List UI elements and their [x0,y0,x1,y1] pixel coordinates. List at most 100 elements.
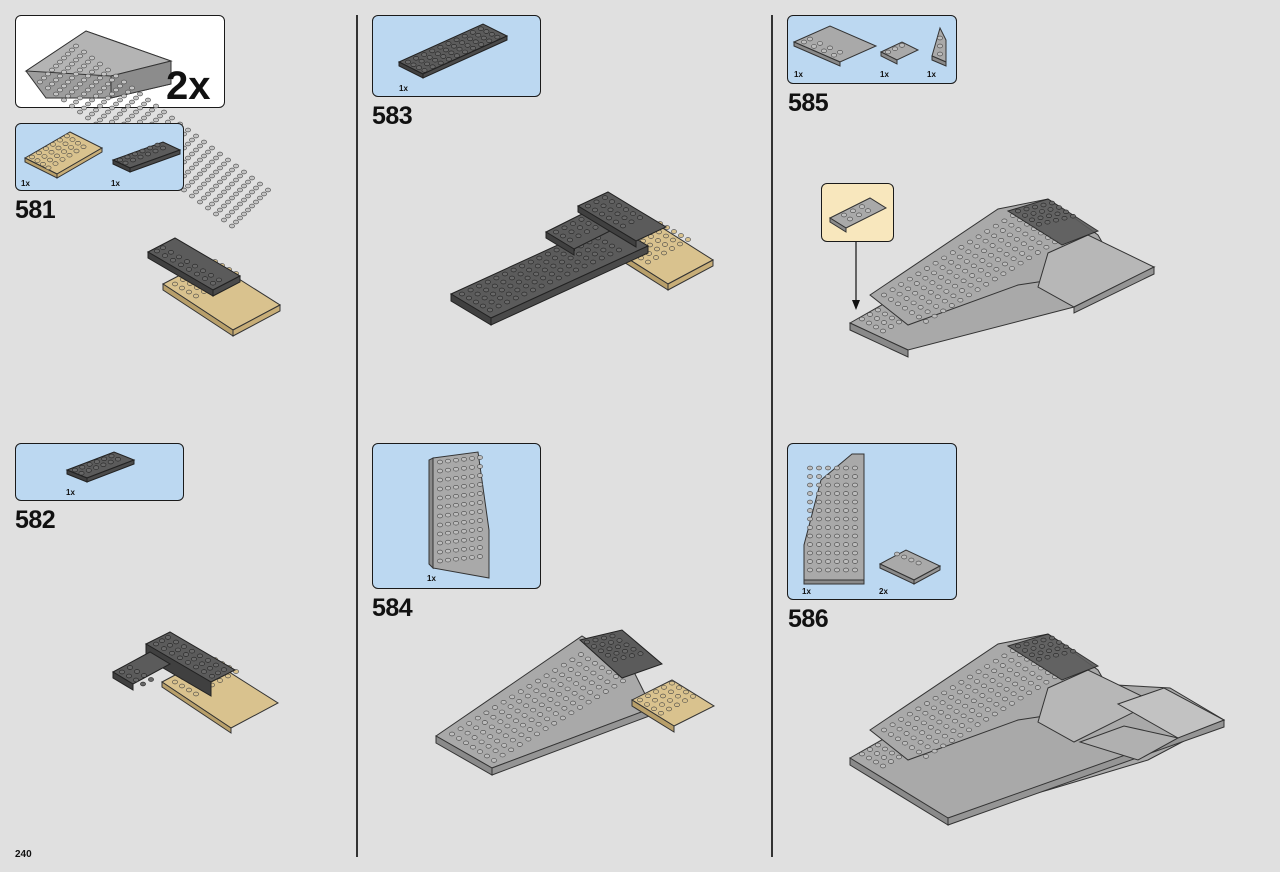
stud [93,107,99,113]
step-number-581: 581 [15,196,56,224]
stud [466,295,472,301]
stud [889,315,895,321]
stud [825,508,831,513]
stud [984,272,991,277]
part-qty: 1x [66,488,75,497]
stud [821,48,827,53]
stud [186,267,192,272]
stud [955,699,962,704]
stud [967,717,974,723]
stud [843,542,849,547]
part-qty: 1x [794,70,803,79]
stud [424,61,430,67]
stud [816,482,822,488]
stud [41,154,48,159]
stud [585,221,592,226]
stud [241,211,247,217]
stud [678,233,684,238]
stud [807,559,813,564]
stud [873,759,879,765]
stud [245,179,251,185]
stud [955,264,962,269]
stud [932,695,939,701]
stud [909,745,915,750]
stud [478,26,484,31]
stud [984,229,991,234]
stud [514,287,521,293]
stud [161,109,167,115]
stud [477,500,483,505]
stud [637,697,643,703]
stud [133,677,139,683]
stud [229,209,235,215]
stud [856,212,862,217]
stud [483,287,490,293]
stud [459,291,465,297]
stud [205,191,211,197]
stud [493,275,500,281]
stud [461,520,467,525]
stud [445,485,451,491]
stud [117,83,123,89]
stud [616,203,622,208]
stud [478,42,485,47]
part-qty: 1x [880,70,889,79]
stud [499,709,505,715]
stud [984,664,991,669]
stud [834,559,840,564]
submodel-callout: 2x [15,15,271,229]
stud [979,693,986,698]
stud [952,718,958,724]
stud [477,749,483,754]
stud [145,97,151,103]
stud [988,687,994,693]
stud [600,247,607,253]
parts-list-582: 1x [15,443,184,501]
stud [45,71,51,77]
stud [141,673,147,678]
stud [207,666,213,671]
stud [453,37,460,42]
stud [186,289,192,295]
stud [865,208,871,213]
part-qty: 1x [802,587,811,596]
stud [511,728,518,733]
stud [1036,222,1042,227]
stud [905,721,912,727]
stud [516,742,523,747]
stud [229,167,235,173]
stud [874,751,880,756]
stud [97,61,103,67]
stud [564,686,571,692]
stud [916,749,922,755]
stud [552,668,559,673]
stud [1043,244,1050,250]
stud [185,141,191,147]
stud [991,233,998,238]
stud [69,89,75,95]
stud [534,731,540,737]
stud [549,687,555,692]
stud [89,55,95,61]
stud [648,234,654,239]
stud [1032,639,1038,645]
stud [1008,223,1015,228]
stud [852,491,858,496]
stud [816,474,822,479]
stud [615,644,621,649]
stud [189,193,195,199]
stud [201,669,207,674]
stud [477,536,483,541]
stud [577,705,583,710]
stud [957,297,964,303]
stud [606,215,612,221]
stud [194,271,200,277]
stud [825,533,831,539]
stud [172,281,178,287]
stud [499,752,506,758]
stud [938,275,944,280]
stud [831,53,837,58]
stud [1034,685,1041,690]
stud [561,225,568,230]
stud [859,204,865,209]
